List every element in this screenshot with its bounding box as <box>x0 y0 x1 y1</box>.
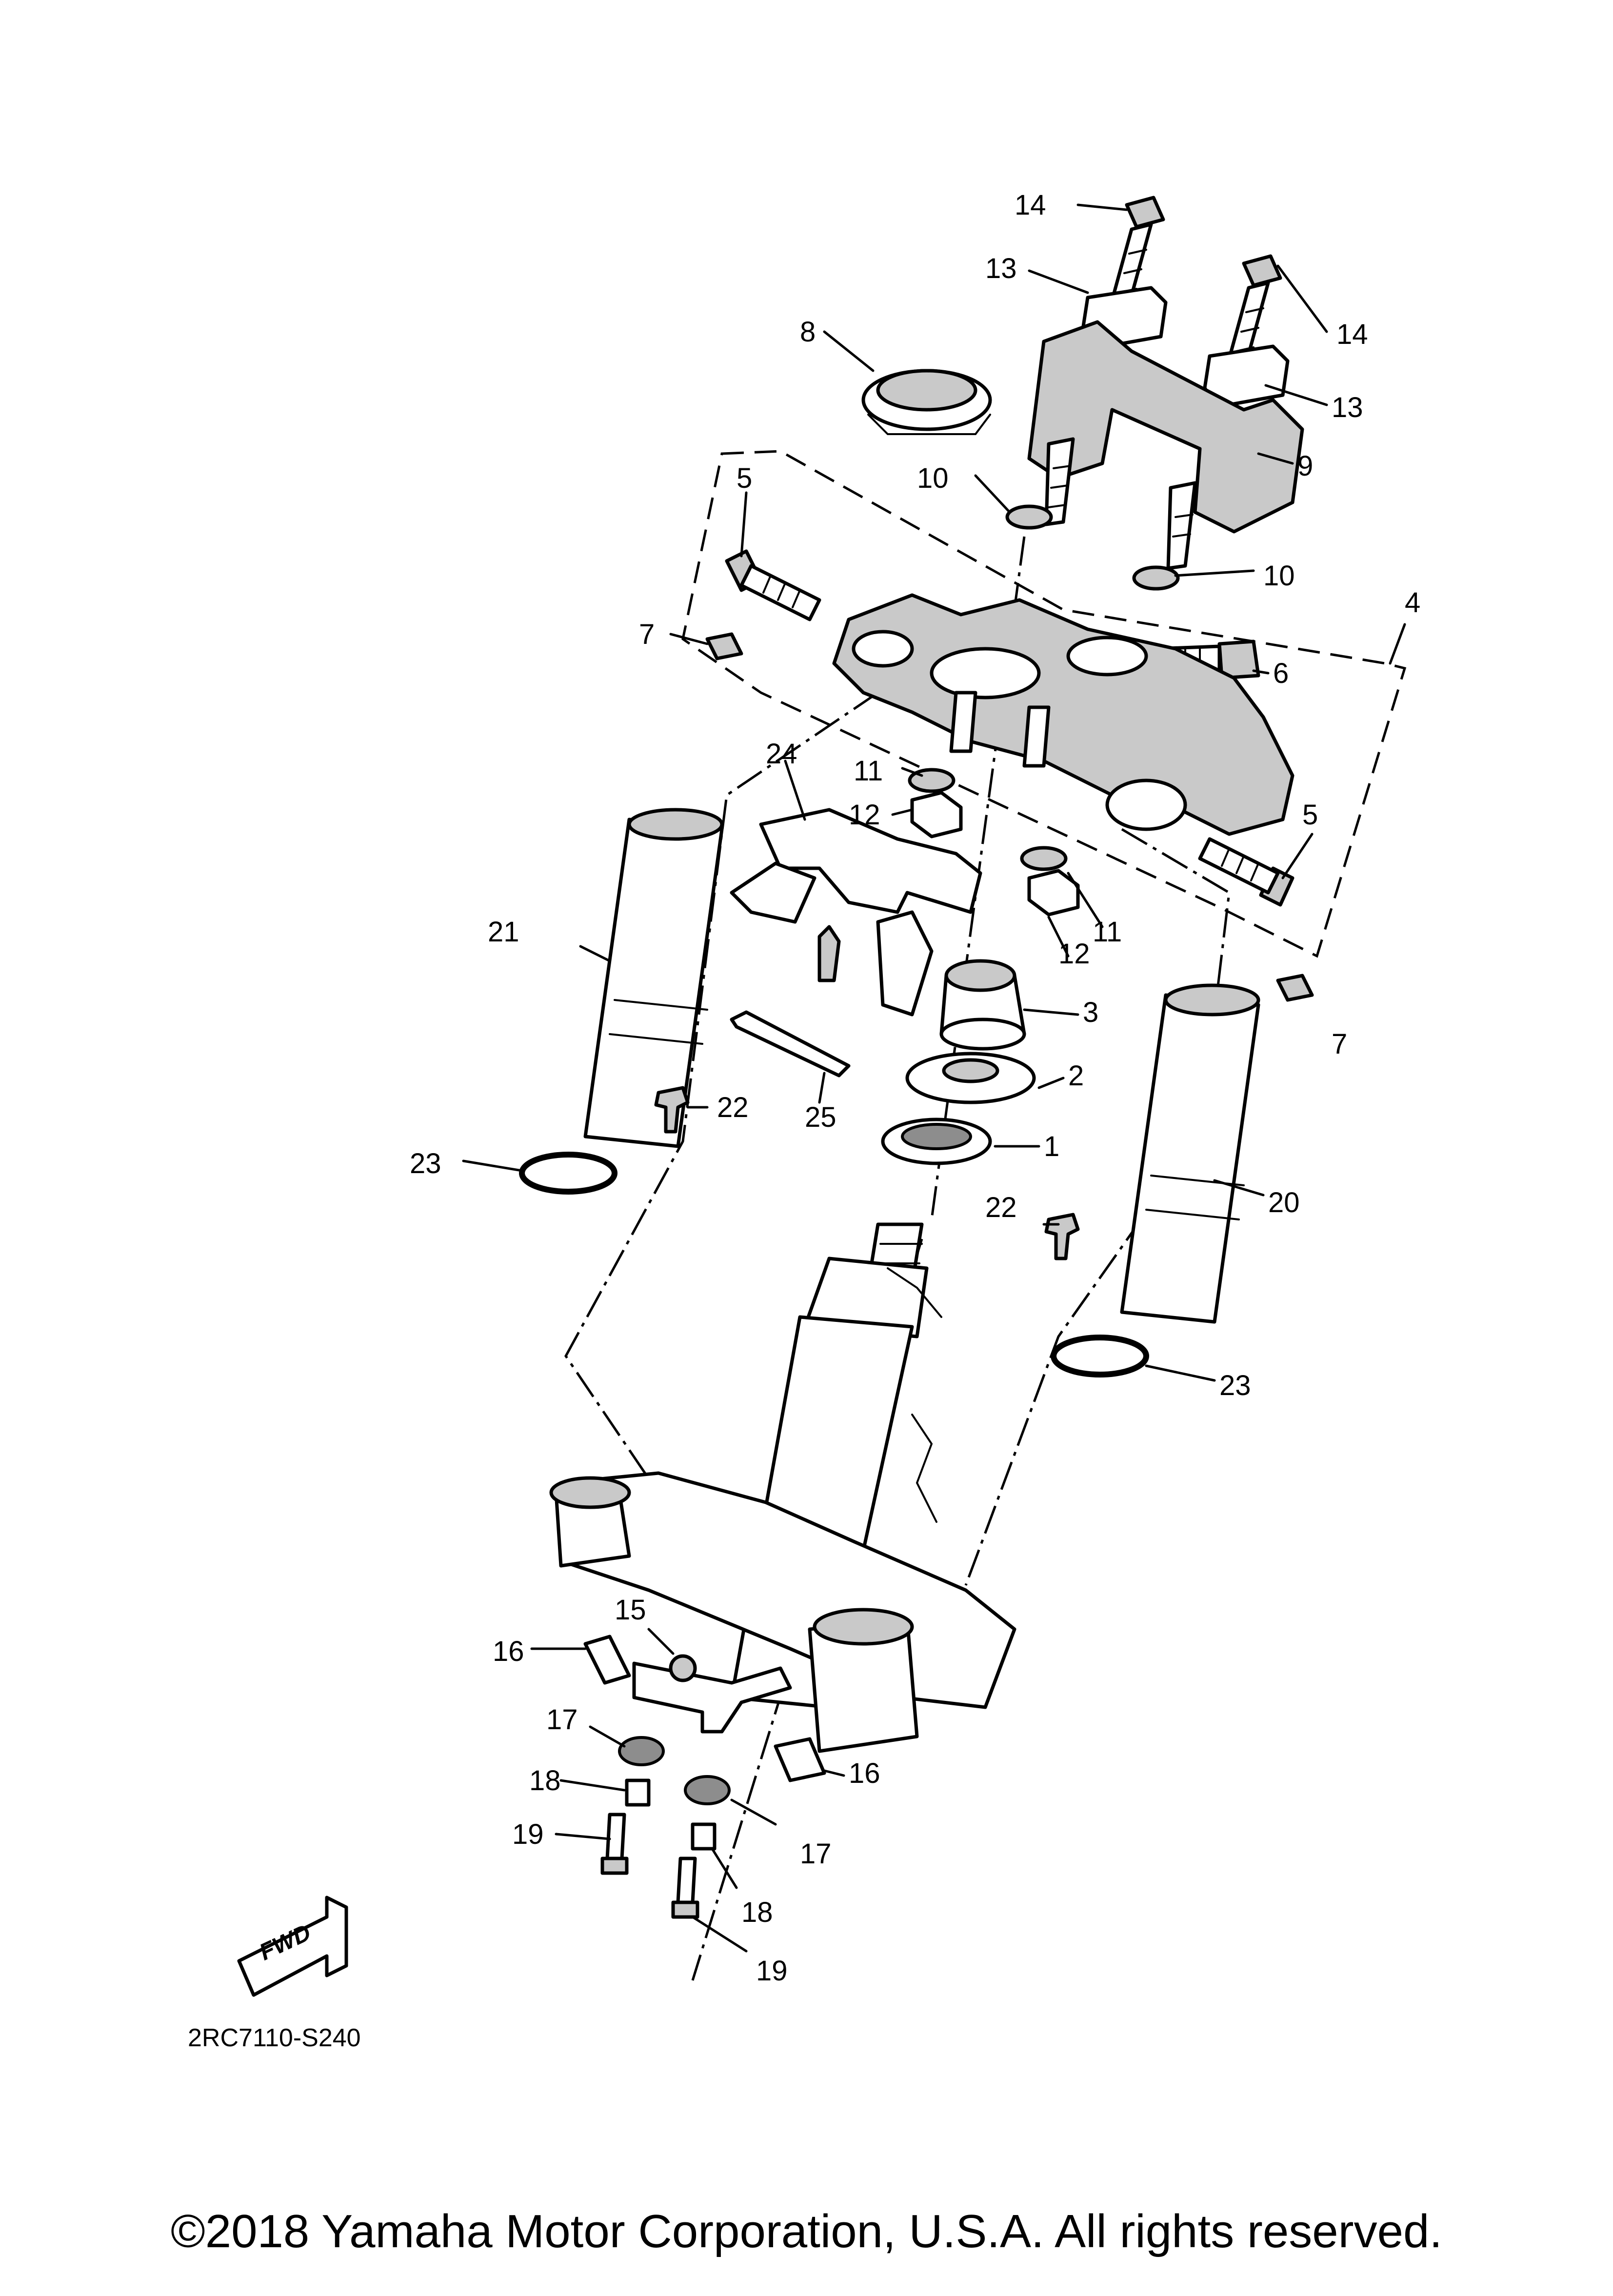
o-ring-left-icon <box>519 1152 617 1195</box>
part-label-4: 4 <box>1405 587 1420 619</box>
bolt-19-right-icon <box>671 1857 699 1919</box>
part-label-7-right: 7 <box>1332 1028 1347 1060</box>
nut-12-left-icon <box>910 791 963 839</box>
part-label-22-left: 22 <box>717 1092 749 1123</box>
part-label-2: 2 <box>1068 1060 1084 1092</box>
part-label-23-left: 23 <box>410 1148 441 1179</box>
part-label-10-left: 10 <box>917 462 949 494</box>
spacer-16-right-icon <box>774 1737 826 1782</box>
part-label-1: 1 <box>1044 1131 1059 1162</box>
fork-axis-right <box>964 828 1231 1586</box>
part-label-9: 9 <box>1297 450 1313 482</box>
collar-18-right-icon <box>691 1822 717 1851</box>
o-ring-right-icon <box>1051 1335 1149 1378</box>
handlebar-holder-icon <box>1027 320 1304 570</box>
nut-12-right-icon <box>1027 869 1080 917</box>
damper-17-right-icon <box>684 1775 731 1805</box>
leader-lines <box>462 203 1406 1953</box>
part-label-8: 8 <box>800 316 816 348</box>
part-label-17-right: 17 <box>800 1838 832 1870</box>
part-label-10-right: 10 <box>1263 560 1295 592</box>
cable-guide-bracket-icon <box>730 808 982 1017</box>
part-label-12-right: 12 <box>1058 938 1090 970</box>
fork-tube-left-icon <box>583 808 724 1148</box>
part-label-20: 20 <box>1268 1187 1300 1218</box>
part-label-11-right: 11 <box>1093 916 1122 948</box>
collar-18-left-icon <box>625 1778 651 1807</box>
cable-tie-icon <box>730 1010 851 1078</box>
part-label-3: 3 <box>1083 997 1098 1028</box>
upper-bracket-icon <box>832 593 1294 836</box>
fork-tube-right-icon <box>1120 983 1260 1324</box>
part-label-11-left: 11 <box>854 755 883 787</box>
collar-right-icon <box>1276 974 1314 1002</box>
spacer-16-left-icon <box>583 1635 631 1685</box>
part-label-12-left: 12 <box>849 799 880 831</box>
part-label-16-left: 16 <box>493 1636 524 1667</box>
part-label-5-top: 5 <box>737 462 752 494</box>
part-label-14-top: 14 <box>1015 189 1046 221</box>
diagram-reference-code: 2RC7110-S240 <box>188 2024 361 2052</box>
lower-bracket-stem-icon <box>549 1222 1016 1753</box>
part-label-17-left: 17 <box>546 1704 578 1736</box>
bolt-19-left-icon <box>600 1813 629 1875</box>
part-label-6: 6 <box>1273 658 1289 689</box>
part-label-15: 15 <box>615 1594 646 1626</box>
lower-guide-bracket-icon <box>632 1654 792 1734</box>
part-label-22-right: 22 <box>985 1192 1017 1223</box>
part-label-23-right: 23 <box>1219 1370 1251 1401</box>
bearing-cover-icon <box>905 1052 1036 1104</box>
air-bleed-screw-right-icon <box>1044 1213 1080 1260</box>
copyright-notice: ©2018 Yamaha Motor Corporation, U.S.A. A… <box>170 2205 1443 2257</box>
part-label-13-right: 13 <box>1332 392 1363 423</box>
part-label-16-right: 16 <box>849 1757 880 1789</box>
washer-right-icon <box>1132 565 1180 591</box>
fwd-direction-badge: FWD <box>237 1896 348 1997</box>
collar-left-icon <box>705 632 743 660</box>
part-label-18-left: 18 <box>529 1765 561 1797</box>
steering-bearing-icon <box>881 1118 992 1165</box>
part-label-5-bottom: 5 <box>1302 799 1318 831</box>
damper-17-left-icon <box>618 1736 665 1766</box>
part-label-19-left: 19 <box>512 1818 544 1850</box>
part-label-13-top: 13 <box>985 253 1017 284</box>
part-label-18-right: 18 <box>741 1897 773 1928</box>
part-label-14-right: 14 <box>1336 319 1368 350</box>
washer-11-right-icon <box>1020 846 1068 871</box>
part-label-24: 24 <box>766 738 797 770</box>
steering-cap-icon <box>861 369 992 435</box>
part-label-25: 25 <box>805 1101 836 1133</box>
ring-nut-icon <box>939 959 1026 1051</box>
part-label-7-left: 7 <box>639 619 655 650</box>
air-bleed-screw-left-icon <box>654 1086 690 1134</box>
fork-axis-left <box>564 691 879 1523</box>
part-label-19-right: 19 <box>756 1955 788 1987</box>
washer-left-icon <box>1005 504 1053 530</box>
pinch-bolt-upper-icon <box>725 549 821 621</box>
part-label-21: 21 <box>488 916 519 948</box>
pinch-bolt-lower-icon <box>1198 837 1294 907</box>
